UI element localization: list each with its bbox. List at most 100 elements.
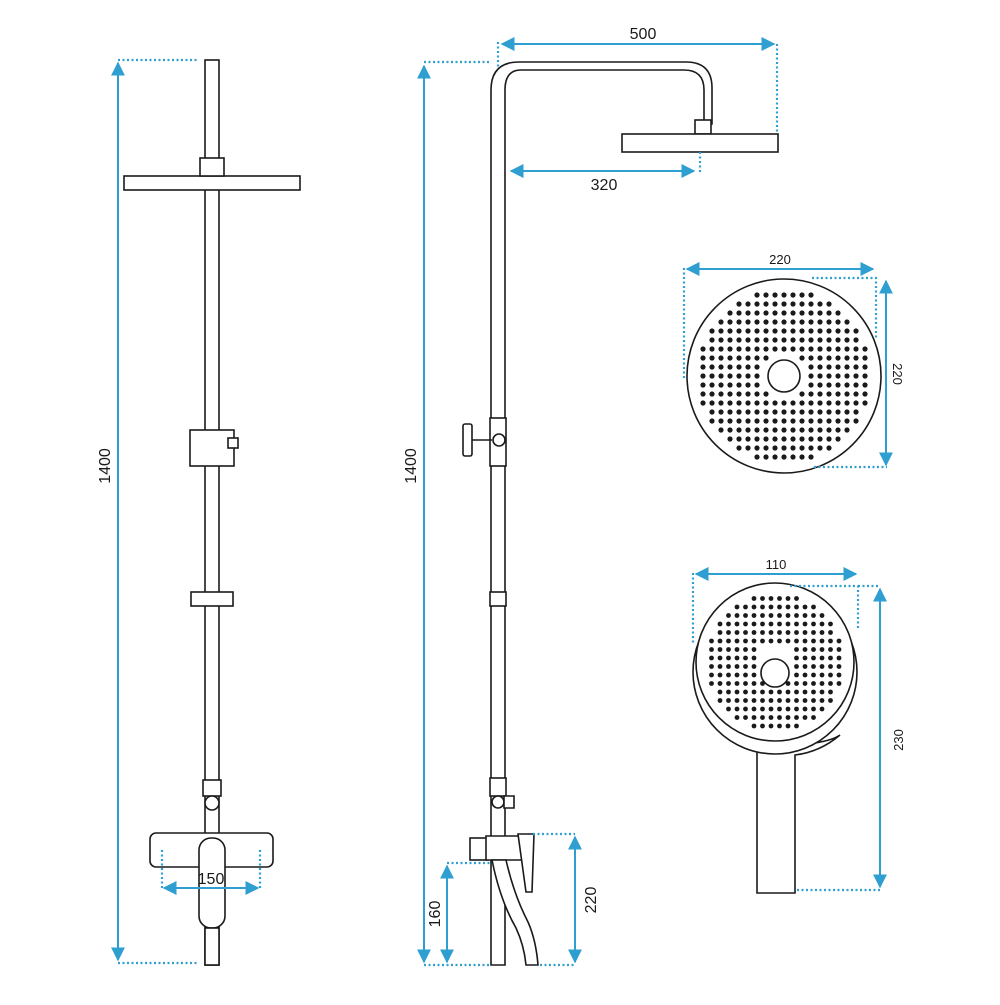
nozzle-dot: [751, 681, 757, 686]
nozzle-dot: [811, 689, 816, 695]
nozzle-dot: [799, 391, 805, 397]
nozzle-dot: [826, 445, 832, 451]
side-overhead-shower: [621, 133, 779, 153]
arm-label: 320: [591, 177, 618, 194]
side-hose-connector: [489, 777, 507, 797]
nozzle-dot: [781, 301, 787, 307]
nozzle-dot: [743, 604, 748, 610]
nozzle-dot: [819, 681, 825, 686]
nozzle-dot: [844, 409, 850, 415]
nozzle-dot: [799, 436, 805, 442]
shower-head-view: 220 220: [682, 252, 905, 474]
nozzle-dot: [760, 630, 765, 635]
nozzle-dot: [844, 355, 850, 361]
nozzle-dot: [799, 301, 805, 307]
nozzle-dot: [754, 310, 760, 316]
nozzle-dot: [734, 664, 740, 669]
nozzle-dot: [743, 664, 748, 669]
side-diverter-knob: [462, 423, 473, 457]
nozzle-dot: [853, 409, 859, 415]
side-view: 1400 500 320 160 220: [403, 26, 779, 967]
nozzle-dot: [799, 319, 805, 325]
nozzle-dot: [785, 681, 791, 686]
nozzle-dot: [790, 409, 796, 415]
nozzle-dot: [844, 337, 850, 343]
nozzle-dot: [790, 319, 796, 325]
nozzle-dot: [734, 613, 740, 618]
nozzle-dot: [763, 301, 769, 307]
nozzle-dot: [828, 647, 833, 652]
nozzle-dot: [799, 400, 805, 406]
nozzle-dot: [835, 364, 841, 370]
nozzle-dot: [835, 319, 841, 325]
nozzle-dot: [760, 706, 765, 712]
nozzle-dot: [808, 301, 814, 307]
shower-head-center: [767, 359, 801, 393]
nozzle-dot: [717, 638, 723, 644]
nozzle-dot: [709, 400, 715, 406]
nozzle-dot: [772, 310, 778, 316]
nozzle-dot: [828, 689, 833, 695]
nozzle-dot: [760, 723, 765, 729]
nozzle-dot: [794, 715, 799, 720]
nozzle-dot: [826, 337, 832, 343]
nozzle-dot: [754, 454, 760, 460]
nozzle-dot: [736, 301, 742, 307]
nozzle-dot: [794, 664, 799, 669]
nozzle-dot: [808, 310, 814, 316]
nozzle-dot: [743, 698, 748, 703]
nozzle-dot: [802, 689, 808, 695]
nozzle-dot: [736, 382, 742, 388]
nozzle-dot: [709, 355, 715, 361]
nozzle-dot: [727, 418, 733, 424]
nozzle-dot: [836, 655, 842, 661]
nozzle-dot: [754, 373, 760, 379]
nozzle-dot: [817, 355, 823, 361]
nozzle-dot: [799, 355, 805, 361]
nozzle-dot: [718, 364, 724, 370]
nozzle-dot: [772, 418, 778, 424]
nozzle-dot: [727, 364, 733, 370]
nozzle-dot: [853, 382, 859, 388]
nozzle-dot: [817, 418, 823, 424]
nozzle-dot: [763, 409, 769, 415]
nozzle-dot: [717, 647, 723, 652]
nozzle-dot: [853, 418, 859, 424]
nozzle-dot: [736, 319, 742, 325]
nozzle-dot: [808, 436, 814, 442]
nozzle-dot: [802, 621, 808, 627]
nozzle-dot: [802, 672, 808, 678]
nozzle-dot: [794, 723, 799, 729]
nozzle-dot: [727, 409, 733, 415]
nozzle-dot: [853, 346, 859, 352]
front-riser-pipe: [204, 59, 220, 966]
nozzle-dot: [781, 310, 787, 316]
nozzle-dot: [763, 436, 769, 442]
nozzle-dot: [777, 630, 782, 635]
nozzle-dot: [718, 391, 724, 397]
nozzle-dot: [718, 328, 724, 334]
nozzle-dot: [745, 445, 751, 451]
nozzle-dot: [772, 346, 778, 352]
nozzle-dot: [835, 391, 841, 397]
front-hose-connector: [202, 779, 222, 797]
nozzle-dot: [709, 638, 714, 644]
mixer-width-label: 150: [198, 871, 225, 888]
nozzle-dot: [811, 672, 816, 678]
nozzle-dot: [743, 706, 748, 712]
nozzle-dot: [745, 400, 751, 406]
nozzle-dot: [826, 391, 832, 397]
nozzle-dot: [785, 723, 791, 729]
nozzle-dot: [751, 723, 757, 729]
nozzle-dot: [745, 346, 751, 352]
nozzle-dot: [802, 613, 808, 618]
side-bath-spout: [491, 859, 539, 966]
nozzle-dot: [751, 715, 757, 720]
nozzle-dot: [718, 400, 724, 406]
nozzle-dot: [772, 409, 778, 415]
nozzle-dot: [734, 672, 740, 678]
nozzle-dot: [794, 672, 799, 678]
nozzle-dot: [700, 373, 706, 379]
nozzle-dot: [808, 427, 814, 433]
nozzle-dot: [727, 391, 733, 397]
